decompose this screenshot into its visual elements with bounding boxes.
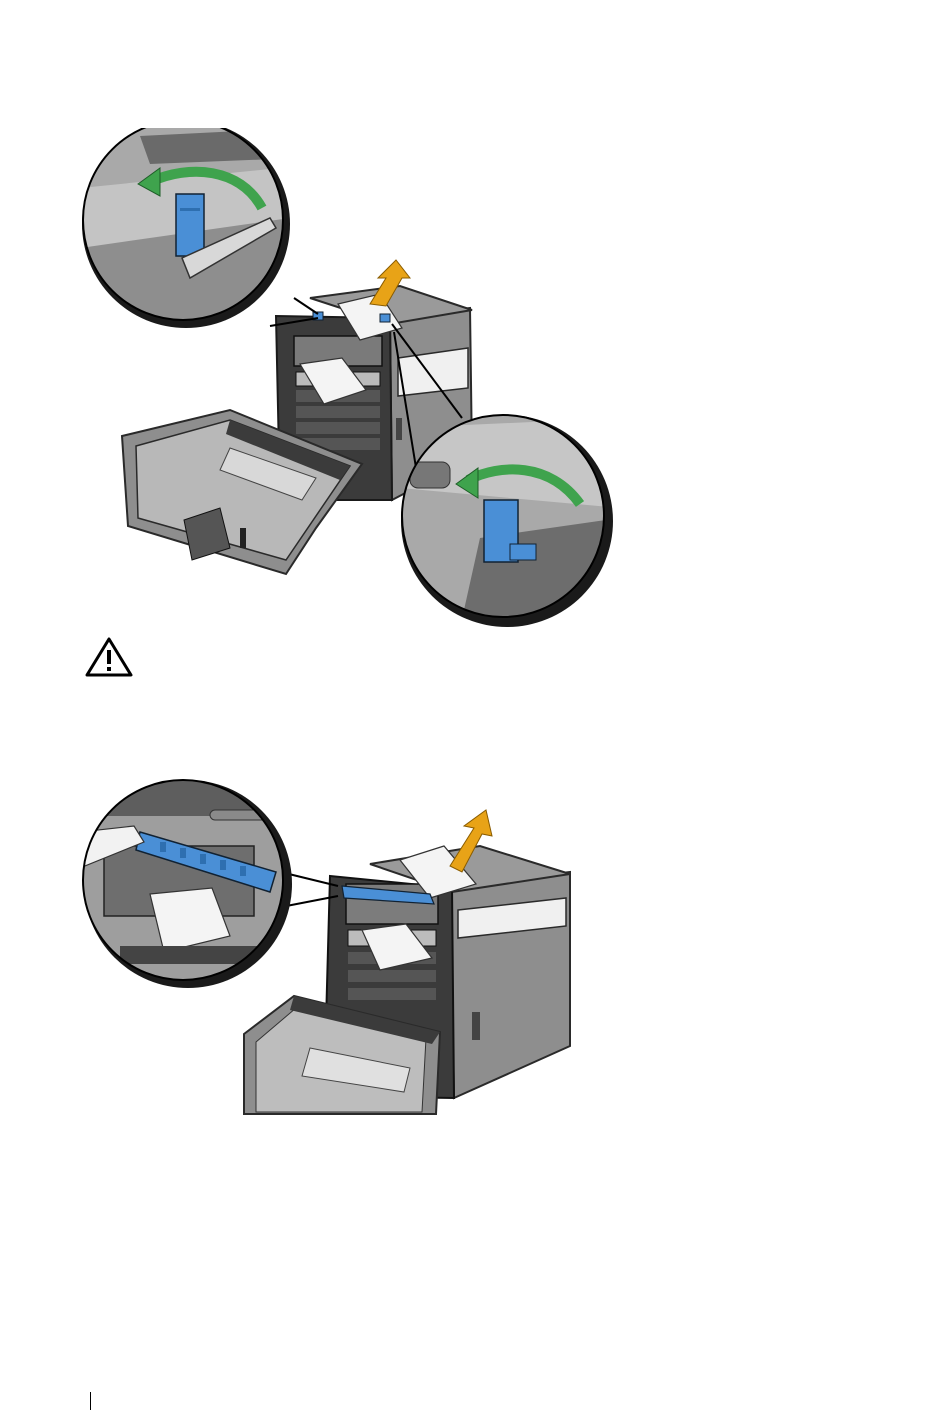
footer-rule [90,1392,91,1410]
callout-chute-lever [80,776,300,996]
callout-upper-lever [80,128,300,328]
figure-jam-levers [80,128,620,630]
warning-triangle-icon [84,636,134,678]
printer-illustration [244,810,570,1114]
figure-chute-lift [80,776,572,1116]
